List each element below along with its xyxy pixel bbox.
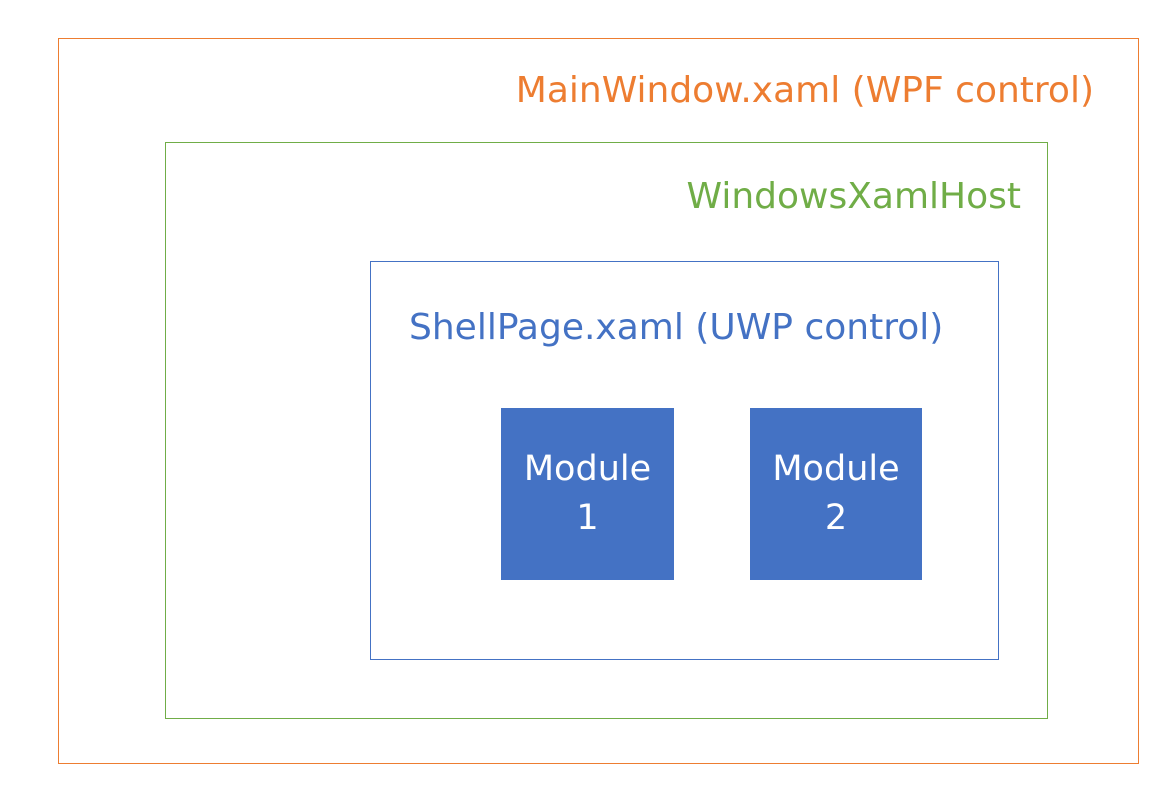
module-number: 1 <box>576 498 599 538</box>
main-window-box <box>58 38 1139 764</box>
module-label: Module <box>523 449 652 489</box>
main-window-label: MainWindow.xaml (WPF control) <box>515 70 1094 111</box>
module-label: Module <box>772 449 900 489</box>
shell-page-label: ShellPage.xaml (UWP control) <box>409 307 944 348</box>
module-1-box: Module 1 <box>501 408 674 580</box>
module-number: 2 <box>824 498 848 538</box>
xaml-host-box <box>165 142 1048 719</box>
module-2-box: Module 2 <box>750 408 922 580</box>
xaml-host-label: WindowsXamlHost <box>686 176 1021 217</box>
shell-page-box <box>370 261 999 660</box>
